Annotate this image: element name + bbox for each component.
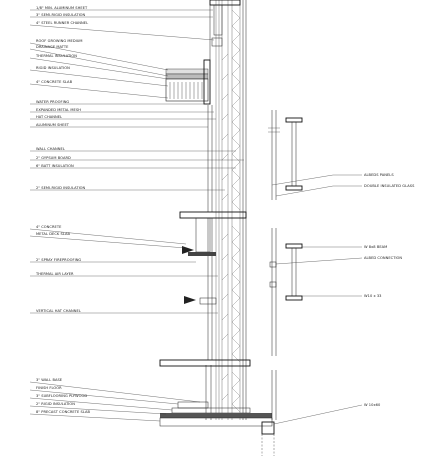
label-subflooring-plywood: 3" SUBFLOORING PLYWOOD (36, 394, 87, 398)
roof-assembly (165, 59, 211, 105)
left-labels: 1/8" MIN. ALUMINUM SHEET 3" SEMI-RIGID I… (29, 6, 244, 422)
interior-elements (268, 110, 303, 420)
label-rigid-insulation: RIGID INSULATION (36, 66, 70, 70)
label-metal-deck-slab: METAL DECK SLAB (36, 232, 70, 236)
label-rigid-insulation-2in: 2" RIGID INSULATION (36, 402, 75, 406)
insulation-hatch (221, 53, 229, 401)
label-aluminum-sheet: ALUMINUM SHEET (36, 123, 70, 127)
floor-slab-bottom (159, 359, 275, 456)
label-drainage-matte: DRAINAGE MATTE (36, 45, 69, 49)
label-w10x60: W 10x60 (364, 403, 381, 407)
label-double-insulated-glass: DOUBLE INSULATED GLASS (364, 184, 415, 188)
label-wall-channel: WALL CHANNEL (36, 147, 65, 151)
label-water-proofing: WATER PROOFING (36, 100, 69, 104)
label-roof-growing-medium: ROOF GROWING MEDIUM (36, 39, 83, 43)
label-steel-runner-channel: 4" STEEL RUNNER CHANNEL (36, 21, 88, 25)
label-vertical-hat-channel: VERTICAL HAT CHANNEL (36, 309, 81, 313)
label-semi-rigid-insulation-3in: 3" SEMI-RIGID INSULATION (36, 13, 86, 17)
label-wall-base: 3" WALL BASE (36, 378, 63, 382)
parapet (209, 0, 241, 60)
label-finish-floor: FINISH FLOOR (36, 386, 62, 390)
batt-insulation-pattern (231, 9, 241, 413)
label-precast-concrete-slab: 8" PRECAST CONCRETE SLAB (36, 410, 90, 414)
label-concrete-4in: 4" CONCRETE (36, 225, 62, 229)
floor-slab-middle (179, 211, 247, 305)
label-aluminum-sheet-min: 1/8" MIN. ALUMINUM SHEET (36, 6, 88, 10)
label-semi-rigid-insulation-2in: 2" SEMI-RIGID INSULATION (36, 186, 86, 190)
label-w8x8-beam: W 8x8 BEAM (364, 245, 387, 249)
label-expanded-metal-mesh: EXPANDED METAL MESH (36, 108, 81, 112)
wall-assembly (205, 0, 247, 420)
label-thermal-insulation: THERMAL INSULATION (35, 54, 77, 58)
right-labels: ALBEDS PANELS DOUBLE INSULATED GLASS W 8… (271, 173, 415, 425)
label-thermal-air-layer: THERMAL AIR LAYER (35, 272, 74, 276)
label-albeds-panels: ALBEDS PANELS (364, 173, 394, 177)
label-spray-fireproofing: 2" SPRAY FIREPROOFING (36, 258, 81, 262)
label-gypsum-board: 2" GYPSUM BOARD (36, 156, 71, 160)
label-albed-connection: ALBED CONNECTION (364, 256, 402, 260)
label-concrete-slab-4in: 4" CONCRETE SLAB (36, 80, 73, 84)
label-hat-channel: HAT CHANNEL (36, 115, 62, 119)
label-w10x33: W10 x 33 (364, 294, 382, 298)
label-batt-insulation: 6" BATT INSULATION (36, 164, 74, 168)
